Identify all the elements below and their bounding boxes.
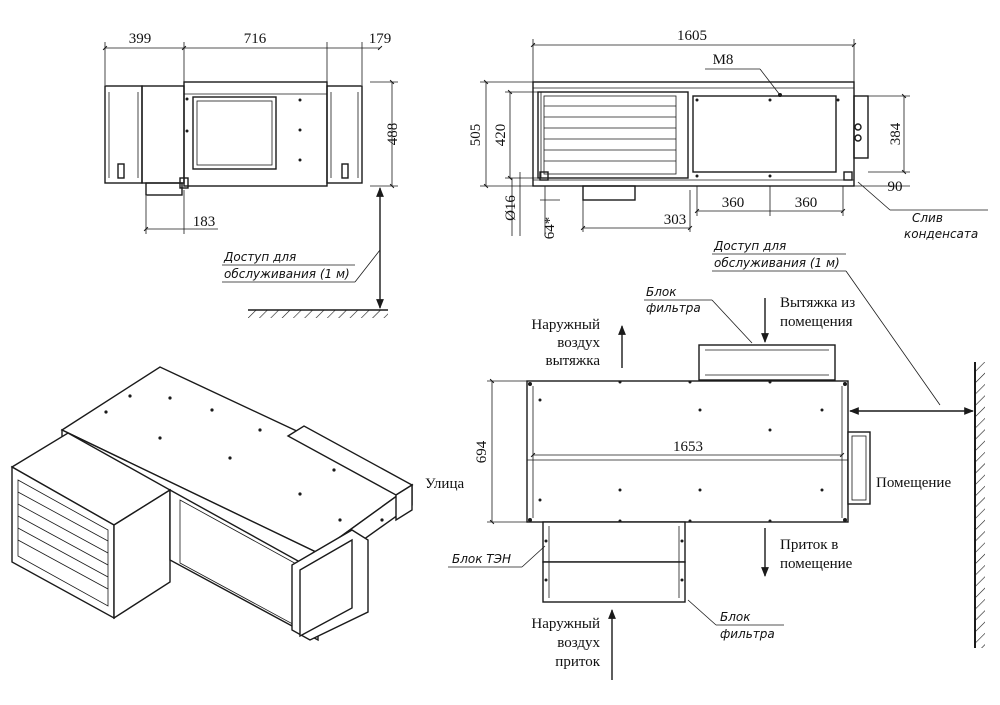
filter-top-label-1: Блок [646,285,677,299]
dim-399: 399 [129,31,152,47]
supply-room-label-2: помещение [780,556,853,572]
front-view: 399 716 179 488 [102,31,401,318]
louver-grille [17,479,109,607]
dim-694: 694 [474,440,490,463]
side-view: 1605 M8 [468,28,988,241]
dim-360-left: 360 [722,195,745,211]
room-label: Помещение [876,475,951,491]
exhaust-room-label-2: помещения [780,314,853,330]
outdoor-supply-label-2: воздух [557,635,600,651]
isometric-view [10,366,414,642]
dim-diameter-16: Ø16 [503,195,519,221]
dim-183: 183 [193,214,216,230]
outdoor-supply-label-1: Наружный [531,616,600,632]
dim-505: 505 [468,124,484,147]
dim-716: 716 [244,31,267,47]
dim-384: 384 [888,122,904,145]
filter-bottom-label-2: фильтра [720,627,775,641]
front-access-label-2: обслуживания (1 м) [224,267,350,281]
plan-access-label-2: обслуживания (1 м) [714,256,840,270]
drain-label-2: конденсата [904,227,978,241]
filter-top-label-2: фильтра [646,301,701,315]
bolt-label-m8: M8 [713,52,734,68]
dim-179: 179 [369,31,392,47]
dim-360-right: 360 [795,195,818,211]
dim-1605: 1605 [677,28,707,44]
outdoor-exhaust-label-1: Наружный [531,317,600,333]
supply-room-label-1: Приток в [780,537,838,553]
filter-bottom-label-1: Блок [720,610,751,624]
front-access-label-1: Доступ для [223,250,296,264]
outdoor-exhaust-label-2: воздух [557,335,600,351]
dim-488: 488 [385,123,401,146]
heater-block-label: Блок ТЭН [452,552,511,566]
outdoor-supply-label-3: приток [555,654,600,670]
plan-access-label-1: Доступ для [713,239,786,253]
outdoor-exhaust-label-3: вытяжка [546,353,601,369]
plan-view: Доступ для обслуживания (1 м) Блок фильт… [425,239,985,680]
dim-90: 90 [888,179,903,195]
dim-1653: 1653 [673,439,703,455]
dim-420: 420 [493,124,509,147]
dim-64: 64* [542,217,558,240]
exhaust-room-label-1: Вытяжка из [780,295,855,311]
drain-label-1: Слив [912,211,943,225]
dim-303: 303 [664,212,687,228]
street-label: Улица [425,476,464,492]
